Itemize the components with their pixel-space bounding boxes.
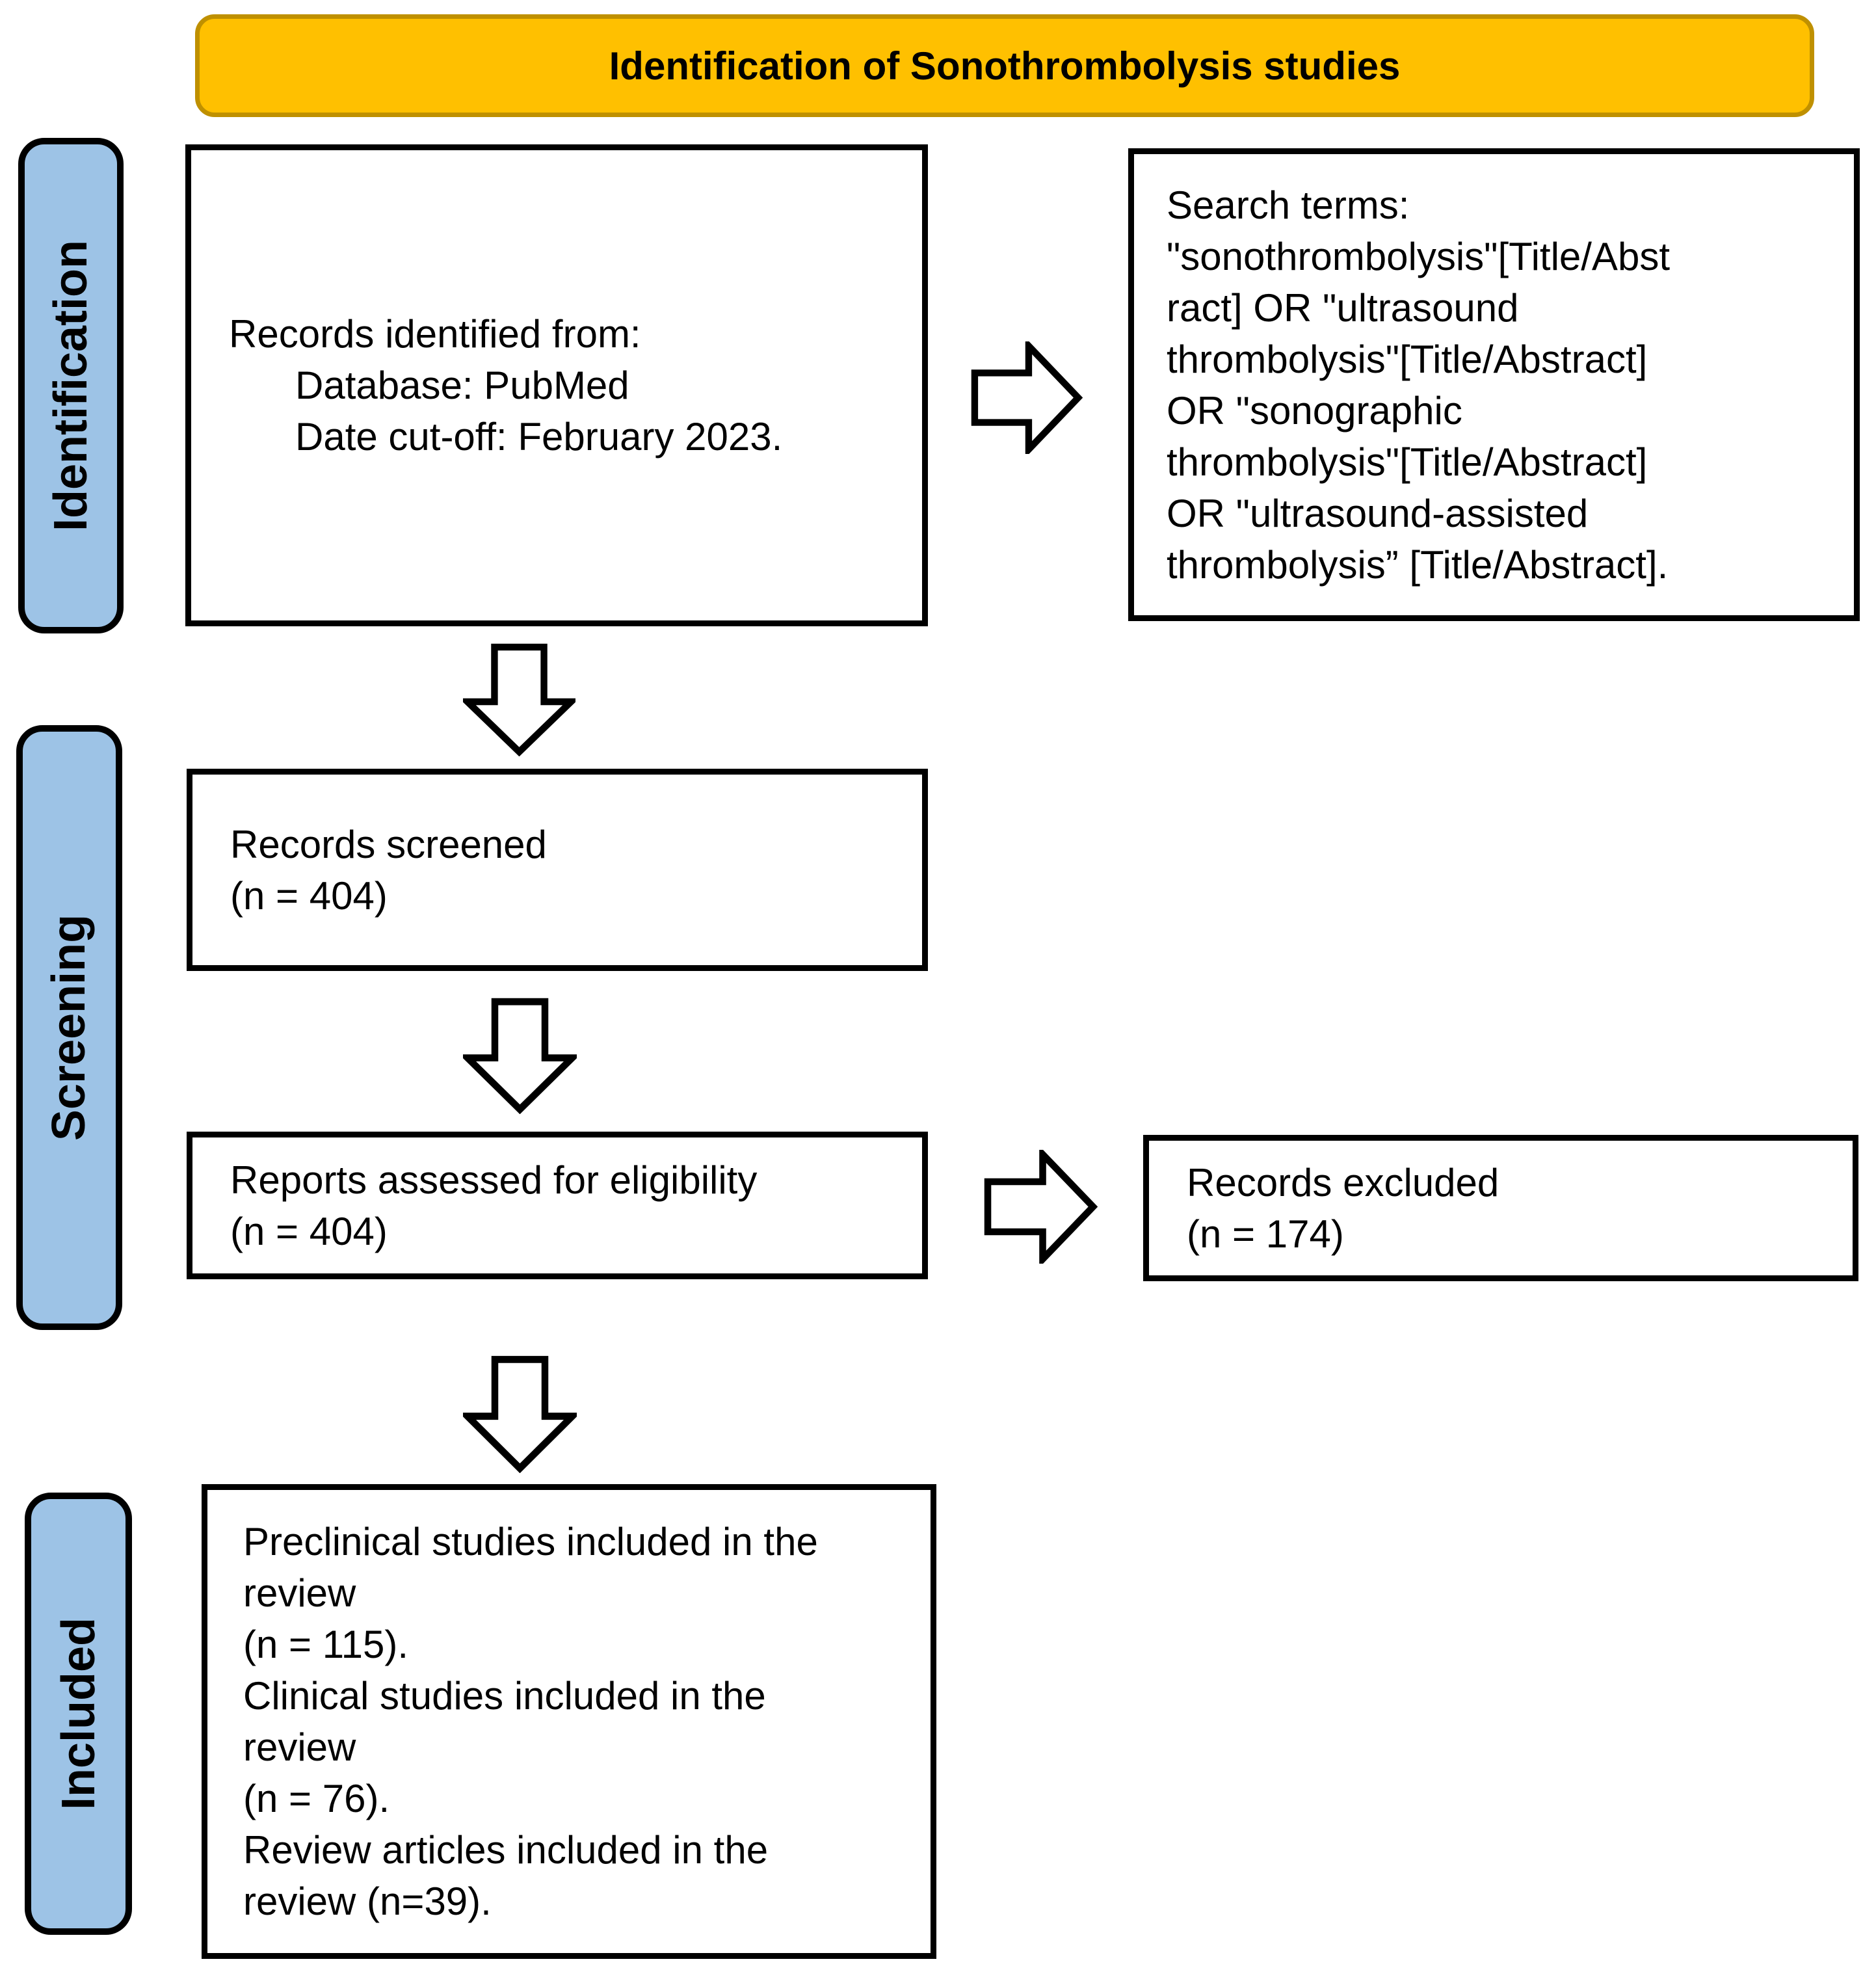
- right-arrow-icon: [983, 1150, 1098, 1264]
- records-screened-box: Records screened (n = 404): [187, 769, 928, 971]
- included-studies-count: (n = 115).: [243, 1623, 409, 1666]
- records-identified-line: Database: PubMed: [295, 364, 629, 407]
- stage-screening: Screening: [16, 725, 122, 1330]
- records-identified-line: Date cut-off: February 2023.: [295, 415, 783, 459]
- stage-included: Included: [25, 1493, 132, 1935]
- included-studies-line: Preclinical studies included in the: [243, 1520, 818, 1563]
- included-studies-line: Review articles included in the: [243, 1828, 769, 1872]
- search-terms-line: thrombolysis” [Title/Abstract].: [1167, 542, 1669, 587]
- search-terms-line: thrombolysis"[Title/Abstract]: [1167, 337, 1648, 381]
- right-arrow-icon: [970, 341, 1083, 454]
- included-studies-count: (n = 76).: [243, 1777, 390, 1820]
- records-identified-box: Records identified from: Database: PubMe…: [185, 144, 928, 626]
- down-arrow-icon: [463, 1355, 577, 1473]
- reports-assessed-box: Reports assessed for eligibility (n = 40…: [187, 1132, 928, 1279]
- records-excluded-line: Records excluded: [1187, 1160, 1499, 1204]
- stage-identification-label: Identification: [45, 240, 97, 531]
- records-excluded-count: (n = 174): [1187, 1212, 1344, 1256]
- stage-screening-label: Screening: [43, 914, 96, 1141]
- included-studies-box: Preclinical studies included in the revi…: [202, 1484, 936, 1959]
- included-studies-line: review: [243, 1571, 356, 1615]
- search-terms-line: "sonothrombolysis"[Title/Abst: [1167, 234, 1670, 278]
- included-studies-line: review: [243, 1725, 356, 1769]
- down-arrow-icon: [463, 643, 575, 756]
- search-terms-line: OR "sonographic: [1167, 388, 1462, 432]
- banner: Identification of Sonothrombolysis studi…: [195, 14, 1814, 117]
- search-terms-line: thrombolysis"[Title/Abstract]: [1167, 440, 1648, 484]
- reports-assessed-count: (n = 404): [230, 1209, 388, 1253]
- included-studies-line: review (n=39).: [243, 1880, 492, 1923]
- down-arrow-icon: [463, 997, 577, 1114]
- reports-assessed-line: Reports assessed for eligibility: [230, 1158, 758, 1202]
- records-screened-line: Records screened: [230, 822, 547, 866]
- included-studies-line: Clinical studies included in the: [243, 1674, 766, 1718]
- records-screened-count: (n = 404): [230, 873, 388, 918]
- records-identified-line: Records identified from:: [229, 312, 641, 356]
- banner-title: Identification of Sonothrombolysis studi…: [609, 44, 1401, 88]
- search-terms-line: Search terms:: [1167, 183, 1410, 227]
- search-terms-line: OR "ultrasound-assisted: [1167, 491, 1589, 535]
- records-excluded-box: Records excluded (n = 174): [1143, 1135, 1858, 1281]
- search-terms-line: ract] OR "ultrasound: [1167, 286, 1519, 330]
- search-terms-box: Search terms: "sonothrombolysis"[Title/A…: [1128, 148, 1860, 621]
- stage-included-label: Included: [52, 1617, 105, 1811]
- stage-identification: Identification: [18, 138, 124, 633]
